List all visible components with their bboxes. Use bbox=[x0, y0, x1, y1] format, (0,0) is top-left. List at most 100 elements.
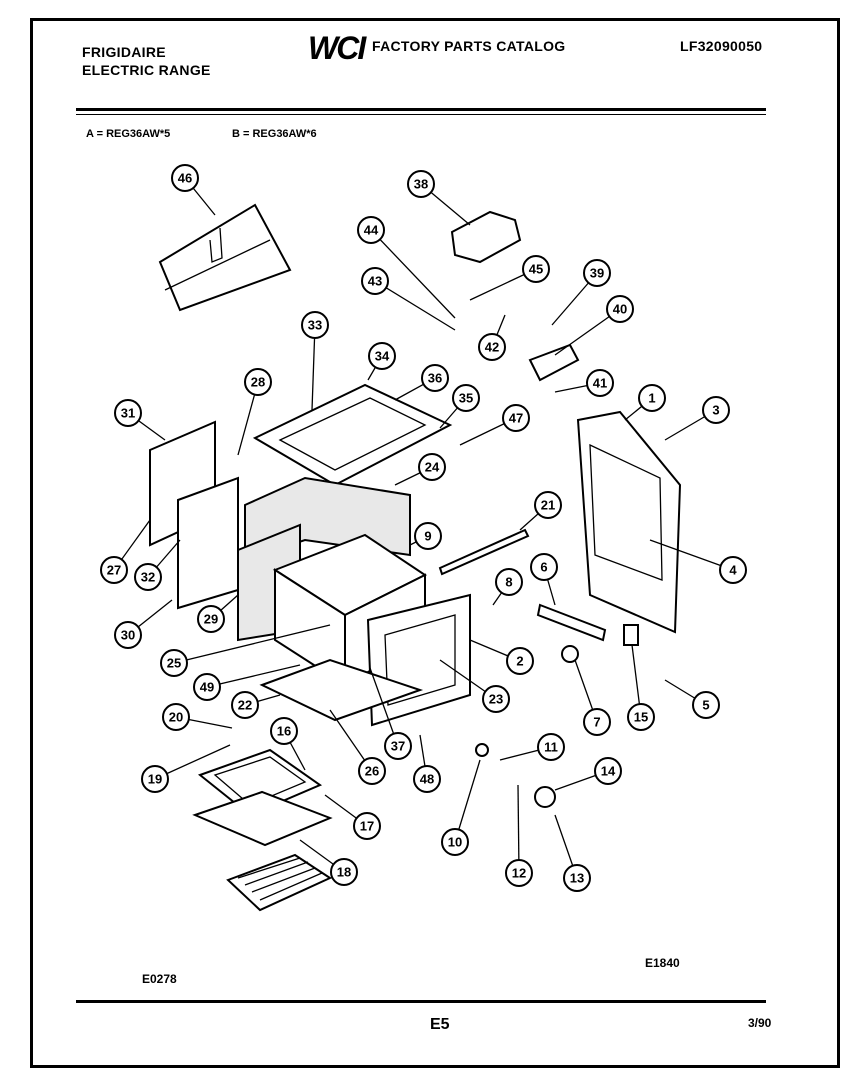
callout-bubble-1 bbox=[638, 384, 666, 412]
callout-label-46: 46 bbox=[178, 171, 192, 186]
callout-11: 11 bbox=[499, 733, 565, 761]
callout-label-34: 34 bbox=[375, 349, 390, 364]
part-32-side-insulation bbox=[177, 476, 239, 610]
footer-rule bbox=[76, 1000, 766, 1003]
callout-label-38: 38 bbox=[414, 177, 428, 192]
part-6-rail bbox=[536, 603, 607, 642]
callout-bubble-25 bbox=[160, 649, 188, 677]
callout-6: 6 bbox=[530, 553, 558, 606]
callout-bubble-5 bbox=[692, 691, 720, 719]
callout-45: 45 bbox=[469, 255, 550, 301]
callout-34: 34 bbox=[367, 342, 396, 381]
callout-bubble-38 bbox=[407, 170, 435, 198]
callout-18: 18 bbox=[299, 839, 358, 886]
callout-46: 46 bbox=[171, 164, 216, 216]
callout-31: 31 bbox=[114, 399, 166, 441]
callout-label-43: 43 bbox=[368, 274, 382, 289]
callout-19: 19 bbox=[141, 744, 231, 793]
part-15-block bbox=[623, 624, 639, 646]
callout-39: 39 bbox=[551, 259, 611, 326]
callout-bubble-8 bbox=[495, 568, 523, 596]
callout-label-17: 17 bbox=[360, 819, 374, 834]
callout-23: 23 bbox=[439, 659, 510, 713]
footer-right-code: E1840 bbox=[645, 956, 680, 970]
callout-bubble-24 bbox=[418, 453, 446, 481]
callout-label-10: 10 bbox=[448, 835, 462, 850]
callout-15: 15 bbox=[627, 644, 655, 731]
callout-bubble-13 bbox=[563, 864, 591, 892]
callout-41: 41 bbox=[554, 369, 614, 397]
callout-label-44: 44 bbox=[364, 223, 379, 238]
callout-label-41: 41 bbox=[593, 376, 607, 391]
leader-line-4 bbox=[649, 539, 734, 571]
callout-47: 47 bbox=[459, 404, 530, 446]
callout-bubble-40 bbox=[606, 295, 634, 323]
callout-label-27: 27 bbox=[107, 563, 121, 578]
page-frame bbox=[30, 18, 840, 1068]
callout-30: 30 bbox=[114, 599, 173, 649]
callout-label-37: 37 bbox=[391, 739, 405, 754]
callout-12: 12 bbox=[505, 784, 533, 887]
model-b: B = REG36AW*6 bbox=[232, 128, 317, 140]
callout-bubble-11 bbox=[537, 733, 565, 761]
callout-bubble-43 bbox=[361, 267, 389, 295]
callout-bubble-33 bbox=[301, 311, 329, 339]
callout-label-6: 6 bbox=[540, 560, 547, 575]
part-33-cooktop bbox=[252, 383, 453, 487]
callout-10: 10 bbox=[441, 759, 481, 856]
callout-label-40: 40 bbox=[613, 302, 627, 317]
callout-label-45: 45 bbox=[529, 262, 543, 277]
callout-bubble-3 bbox=[702, 396, 730, 424]
product-name: ELECTRIC RANGE bbox=[82, 62, 211, 78]
part-18-oven-rack bbox=[226, 853, 333, 912]
callout-29: 29 bbox=[197, 594, 239, 633]
callout-36: 36 bbox=[394, 364, 449, 401]
callout-bubble-19 bbox=[141, 765, 169, 793]
header-rule bbox=[76, 108, 766, 111]
callout-4: 4 bbox=[649, 539, 747, 584]
callout-label-14: 14 bbox=[601, 764, 616, 779]
callout-bubble-42 bbox=[478, 333, 506, 361]
callout-label-18: 18 bbox=[337, 865, 351, 880]
part-14-knob bbox=[534, 786, 556, 808]
callout-27: 27 bbox=[100, 519, 151, 584]
callout-43: 43 bbox=[361, 267, 456, 331]
callout-bubble-16 bbox=[270, 717, 298, 745]
callout-label-16: 16 bbox=[277, 724, 291, 739]
callout-bubble-22 bbox=[231, 691, 259, 719]
callout-3: 3 bbox=[664, 396, 730, 441]
leader-line-25 bbox=[173, 624, 331, 664]
callout-label-33: 33 bbox=[308, 318, 322, 333]
callout-label-23: 23 bbox=[489, 692, 503, 707]
part-22-bottom-panel bbox=[259, 658, 424, 722]
callout-label-29: 29 bbox=[204, 612, 218, 627]
callout-bubble-29 bbox=[197, 605, 225, 633]
callout-16: 16 bbox=[270, 717, 306, 771]
callout-label-1: 1 bbox=[648, 391, 655, 406]
model-a: A = REG36AW*5 bbox=[86, 128, 171, 140]
part-40-bracket bbox=[528, 343, 580, 382]
revision-date: 3/90 bbox=[748, 1016, 772, 1030]
callout-label-47: 47 bbox=[509, 411, 523, 426]
callout-bubble-48 bbox=[413, 765, 441, 793]
part-17-pan-insert bbox=[192, 790, 333, 847]
callout-bubble-49 bbox=[193, 673, 221, 701]
callout-label-2: 2 bbox=[516, 654, 523, 669]
catalog-title: FACTORY PARTS CATALOG bbox=[372, 38, 566, 54]
callout-bubble-14 bbox=[594, 757, 622, 785]
footer-left-code: E0278 bbox=[142, 972, 177, 986]
callout-bubble-28 bbox=[244, 368, 272, 396]
callout-label-36: 36 bbox=[428, 371, 442, 386]
callout-label-15: 15 bbox=[634, 710, 648, 725]
callout-25: 25 bbox=[160, 624, 331, 677]
callout-label-28: 28 bbox=[251, 375, 265, 390]
callout-bubble-6 bbox=[530, 553, 558, 581]
callout-bubble-7 bbox=[583, 708, 611, 736]
part-38-element-switch bbox=[450, 210, 522, 264]
callout-bubble-2 bbox=[506, 647, 534, 675]
callout-label-48: 48 bbox=[420, 772, 434, 787]
callout-bubble-35 bbox=[452, 384, 480, 412]
part-16-broil-pan bbox=[197, 748, 323, 817]
callout-bubble-46 bbox=[171, 164, 199, 192]
